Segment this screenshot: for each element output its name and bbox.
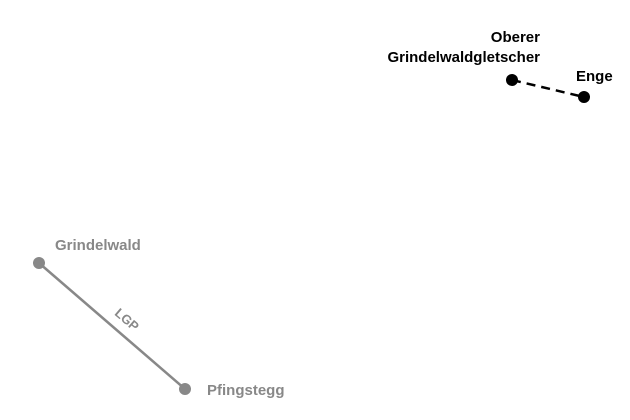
station-grindelwald-marker[interactable]: [33, 257, 45, 269]
station-oberer-label-line2: Grindelwaldgletscher: [387, 49, 540, 66]
station-pfingstegg-marker[interactable]: [179, 383, 191, 395]
route-enge-line: [511, 78, 585, 99]
station-grindelwald-label: Grindelwald: [55, 237, 141, 254]
station-oberer-label-line1: Oberer: [491, 29, 540, 46]
route-lgp-line: [38, 262, 186, 390]
station-enge-label: Enge: [576, 68, 613, 85]
station-enge-marker[interactable]: [578, 91, 590, 103]
station-oberer-marker[interactable]: [506, 74, 518, 86]
station-pfingstegg-label: Pfingstegg: [207, 382, 285, 399]
